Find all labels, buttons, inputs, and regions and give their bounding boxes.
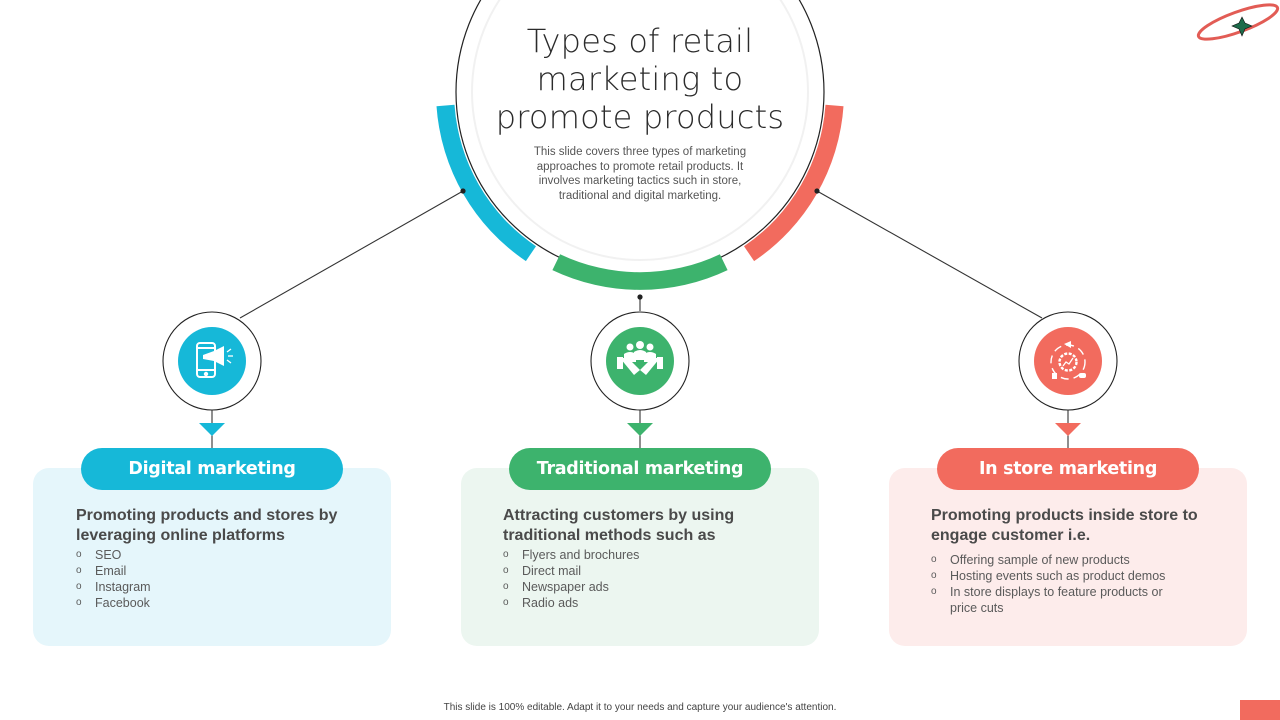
- central-inner-ring: [471, 0, 809, 261]
- engagement-gear-icon: [1050, 341, 1086, 380]
- in-store-list: Offering sample of new products Hosting …: [931, 552, 1191, 616]
- traditional-connector-dot: [637, 294, 643, 300]
- in-store-connector: [816, 190, 1043, 319]
- digital-heading: Promoting products and stores by leverag…: [76, 507, 338, 544]
- digital-connector-dot: [460, 188, 466, 194]
- in-store-heading: Promoting products inside store to engag…: [931, 507, 1198, 544]
- digital-list: SEO Email Instagram Facebook: [76, 547, 151, 611]
- digital-card: Promoting products and stores by leverag…: [33, 468, 391, 646]
- list-item: Direct mail: [503, 563, 639, 579]
- slide-description: This slide covers three types of marketi…: [533, 146, 747, 202]
- traditional-heading: Attracting customers by using traditiona…: [503, 507, 735, 544]
- digital-label: Digital marketing: [81, 448, 343, 490]
- list-item: Flyers and brochures: [503, 547, 639, 563]
- list-item: Radio ads: [503, 595, 639, 611]
- title-line-1: Types of retail: [526, 22, 754, 60]
- in-store-connector-dot: [814, 188, 820, 194]
- corner-accent-block: [1240, 700, 1280, 720]
- in-store-node: [1018, 311, 1118, 448]
- handshake-group-icon: [617, 341, 663, 375]
- list-item: SEO: [76, 547, 151, 563]
- traditional-arc: [552, 254, 728, 290]
- traditional-label: Traditional marketing: [509, 448, 771, 490]
- list-item: Hosting events such as product demos: [931, 568, 1191, 584]
- list-item: In store displays to feature products or…: [931, 584, 1191, 616]
- traditional-list: Flyers and brochures Direct mail Newspap…: [503, 547, 639, 611]
- slide-title: Types of retail marketing to promote pro…: [480, 22, 800, 136]
- list-item: Email: [76, 563, 151, 579]
- list-item: Newspaper ads: [503, 579, 639, 595]
- digital-node: [162, 311, 262, 448]
- orbit-star-logo-icon: [1196, 3, 1280, 41]
- in-store-arc: [744, 104, 844, 262]
- footer-note: This slide is 100% editable. Adapt it to…: [443, 702, 837, 713]
- list-item: Offering sample of new products: [931, 552, 1191, 568]
- traditional-node: [590, 311, 690, 448]
- title-line-3: promote products: [495, 98, 785, 136]
- smartphone-megaphone-icon: [196, 342, 233, 378]
- in-store-card: Promoting products inside store to engag…: [889, 468, 1247, 646]
- list-item: Instagram: [76, 579, 151, 595]
- list-item: Facebook: [76, 595, 151, 611]
- digital-arc: [436, 104, 536, 262]
- title-line-2: marketing to: [536, 60, 744, 98]
- digital-connector: [239, 190, 464, 319]
- in-store-label: In store marketing: [937, 448, 1199, 490]
- traditional-card: Attracting customers by using traditiona…: [461, 468, 819, 646]
